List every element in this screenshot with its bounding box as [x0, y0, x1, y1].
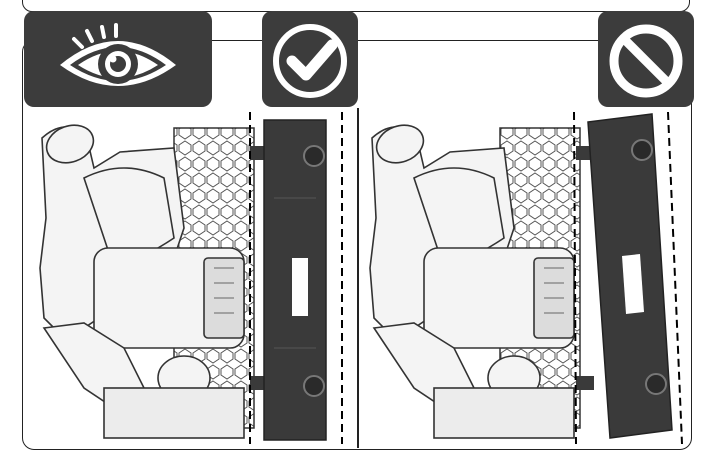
eye-icon	[60, 23, 176, 86]
alignment-line-inner	[573, 111, 577, 444]
checkmark-badge	[262, 11, 358, 107]
alignment-line-outer	[667, 111, 683, 444]
guide-rail-parallel	[263, 119, 327, 441]
eye-badge	[24, 11, 212, 107]
checkmark-icon	[273, 24, 347, 98]
incorrect-panel	[360, 108, 690, 444]
prohibited-badge	[598, 11, 694, 107]
guide-rail-tilted	[587, 113, 673, 439]
panel-divider	[357, 108, 359, 448]
incorrect-illustration	[369, 111, 683, 444]
saw-body	[39, 124, 245, 439]
correct-illustration	[39, 112, 343, 444]
correct-panel	[24, 108, 356, 444]
bottom-connector	[576, 376, 594, 390]
prohibited-icon	[609, 24, 683, 98]
